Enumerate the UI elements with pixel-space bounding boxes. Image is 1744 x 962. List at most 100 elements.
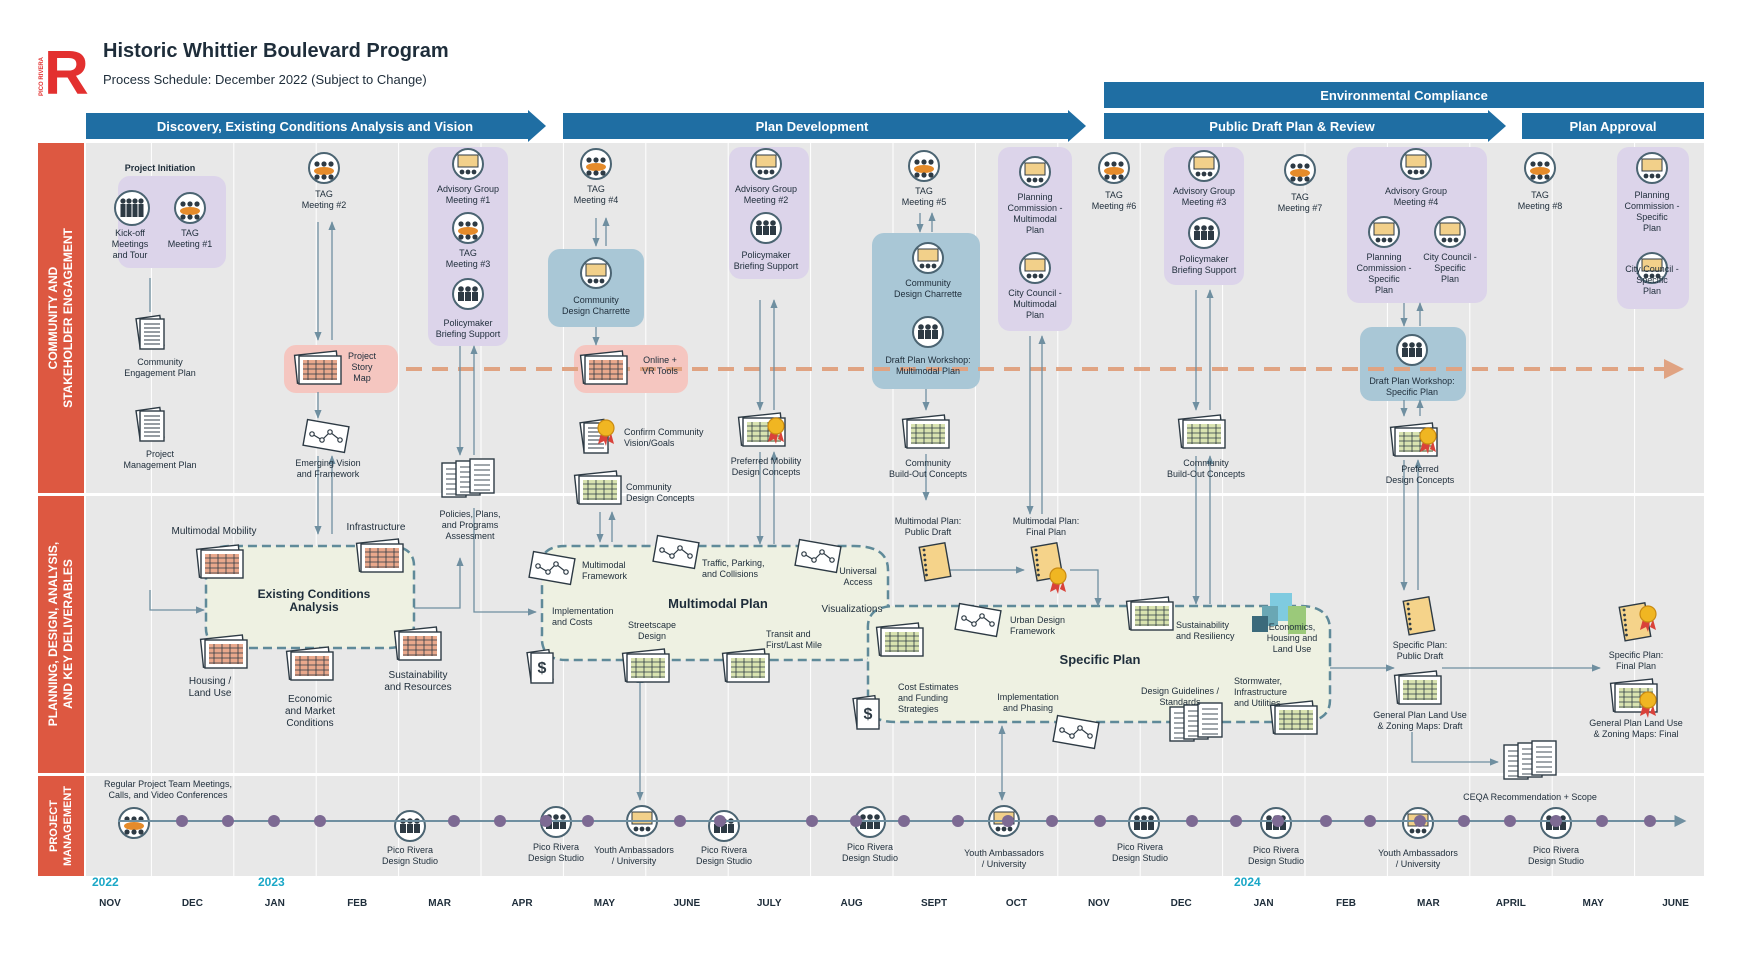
- stormwater-utilities-icon: [1269, 700, 1318, 735]
- svg-text:Economics,: Economics,: [1269, 622, 1316, 632]
- policymaker-2-icon: [750, 212, 782, 244]
- svg-text:Briefing Support: Briefing Support: [1172, 265, 1237, 275]
- kickoff-meeting-icon: [114, 190, 150, 226]
- svg-text:Community: Community: [626, 482, 672, 492]
- connector: [1070, 569, 1102, 607]
- flow-connectors: [149, 212, 1601, 801]
- tag-meeting-2-icon: [308, 152, 340, 184]
- timeline-dot: [222, 815, 234, 827]
- multimodal-mobility-icon: [195, 544, 244, 579]
- month-label: JUNE: [1662, 898, 1689, 909]
- visualizations-icon: [875, 622, 924, 657]
- svg-text:Specific Plan:: Specific Plan:: [1609, 650, 1664, 660]
- year-label: 2023: [258, 875, 285, 889]
- project-initiation-label: Project Initiation: [125, 163, 196, 173]
- tag-meeting-4-icon: [580, 148, 612, 180]
- lane-bg-management: [86, 776, 1704, 876]
- design-studio-1-icon: [394, 810, 426, 842]
- svg-text:City Council -: City Council -: [1625, 264, 1679, 274]
- svg-text:Community: Community: [137, 357, 183, 367]
- year-label: 2022: [92, 875, 119, 889]
- timeline-dots: [176, 815, 1656, 827]
- label-mm-final: Multimodal Plan:Final Plan: [1013, 516, 1080, 537]
- community-charrette-2-icon: [912, 242, 944, 274]
- lane-label-community: COMMUNITY AND STAKEHOLDER ENGAGEMENT: [46, 227, 75, 407]
- svg-text:Design Studio: Design Studio: [382, 856, 438, 866]
- planning-commission-specific-icon: [1368, 216, 1400, 248]
- timeline-dot: [314, 815, 326, 827]
- svg-text:Multimodal Mobility: Multimodal Mobility: [171, 526, 256, 537]
- label-housing: Housing /Land Use: [189, 676, 232, 699]
- svg-text:Access: Access: [843, 577, 873, 587]
- svg-text:Plan: Plan: [1026, 310, 1044, 320]
- timeline-dot: [898, 815, 910, 827]
- svg-text:Streetscape: Streetscape: [628, 620, 676, 630]
- connector: [414, 557, 464, 609]
- svg-text:Design Charrette: Design Charrette: [562, 306, 630, 316]
- confirm-vision-icon: [579, 418, 609, 454]
- label-visualizations: Visualizations: [822, 604, 883, 615]
- label-infrastructure: Infrastructure: [347, 522, 406, 533]
- lane-label-management: PROJECT MANAGEMENT: [48, 786, 74, 866]
- timeline-dot: [448, 815, 460, 827]
- month-label: FEB: [1336, 898, 1356, 909]
- svg-text:Project: Project: [348, 351, 377, 361]
- label-ceqa: CEQA Recommendation + Scope: [1463, 792, 1597, 802]
- svg-text:Regular Project Team Meetings,: Regular Project Team Meetings,: [104, 779, 232, 789]
- svg-text:Specific: Specific: [1636, 212, 1668, 222]
- svg-text:Commission -: Commission -: [1007, 203, 1062, 213]
- policymaker-1-icon: [452, 278, 484, 310]
- svg-text:Implementation: Implementation: [552, 606, 614, 616]
- svg-text:Specific Plan: Specific Plan: [1060, 652, 1141, 667]
- timeline-dot: [176, 815, 188, 827]
- lane-label-planning-bg: [38, 496, 84, 773]
- svg-text:Meeting #3: Meeting #3: [446, 259, 491, 269]
- svg-text:Community: Community: [905, 278, 951, 288]
- tag-meeting-5-icon: [908, 150, 940, 182]
- city-buildings-icon: [1252, 593, 1306, 634]
- svg-text:and Resiliency: and Resiliency: [1176, 631, 1235, 641]
- month-label: JAN: [1254, 898, 1274, 909]
- svg-text:General Plan Land Use: General Plan Land Use: [1589, 718, 1683, 728]
- svg-text:Multimodal: Multimodal: [1013, 299, 1057, 309]
- label-sp-public-draft: Specific Plan:Public Draft: [1393, 640, 1448, 661]
- community-buildout-2-icon: [1177, 414, 1226, 449]
- timeline-dot: [1094, 815, 1106, 827]
- svg-text:Build-Out Concepts: Build-Out Concepts: [889, 469, 968, 479]
- traffic-parking-icon: [652, 534, 700, 570]
- svg-text:Draft Plan Workshop:: Draft Plan Workshop:: [885, 355, 970, 365]
- svg-text:Design Studio: Design Studio: [528, 853, 584, 863]
- label-design-guidelines: Design Guidelines /Standards: [1141, 686, 1220, 707]
- advisory-group-2-icon: [750, 148, 782, 180]
- svg-text:Analysis: Analysis: [289, 600, 339, 614]
- svg-text:and Funding: and Funding: [898, 693, 948, 703]
- svg-text:Design Studio: Design Studio: [842, 853, 898, 863]
- svg-text:Framework: Framework: [582, 571, 628, 581]
- timeline-dot: [1364, 815, 1376, 827]
- month-label: OCT: [1006, 898, 1027, 909]
- svg-text:Design: Design: [638, 631, 666, 641]
- svg-text:Pico Rivera: Pico Rivera: [1533, 845, 1579, 855]
- svg-text:Preferred Mobility: Preferred Mobility: [731, 456, 802, 466]
- svg-text:Policies, Plans,: Policies, Plans,: [439, 509, 500, 519]
- svg-text:Design Charrette: Design Charrette: [894, 289, 962, 299]
- svg-text:City Council -: City Council -: [1423, 252, 1477, 262]
- svg-text:Plan: Plan: [1643, 223, 1661, 233]
- svg-text:Visualizations: Visualizations: [822, 604, 883, 615]
- general-plan-draft-icon: [1393, 670, 1442, 705]
- svg-text:Meeting #1: Meeting #1: [168, 239, 213, 249]
- community-design-concepts-icon: [573, 470, 622, 505]
- svg-text:Framework: Framework: [1010, 626, 1056, 636]
- svg-text:Land Use: Land Use: [1273, 644, 1312, 654]
- month-label: SEPT: [921, 898, 947, 909]
